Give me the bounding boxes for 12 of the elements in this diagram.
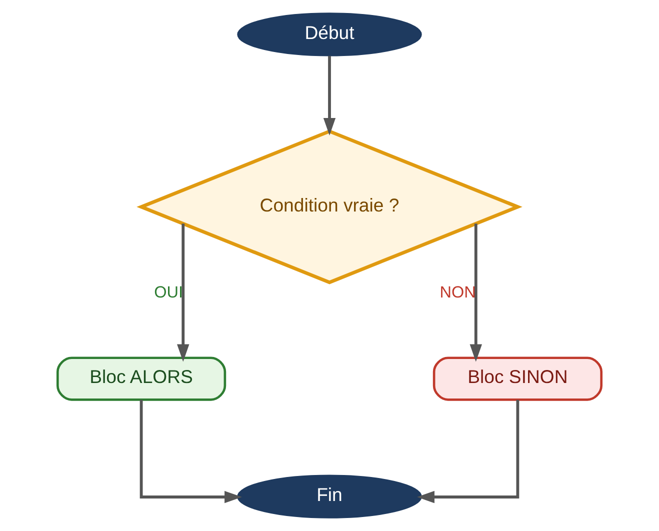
edge-label: NON — [440, 284, 476, 302]
node-ellipse: Début — [237, 12, 422, 56]
node-diamond: Condition vraie ? — [136, 129, 522, 284]
node-ellipse: Fin — [237, 474, 422, 518]
arrow — [140, 400, 242, 504]
node-box: Bloc SINON — [432, 356, 603, 401]
arrow — [470, 224, 482, 362]
arrow — [323, 56, 336, 136]
node-box: Bloc ALORS — [56, 356, 226, 401]
arrow — [177, 224, 190, 362]
arrow — [417, 400, 520, 504]
edge-label: OUI — [154, 284, 184, 302]
